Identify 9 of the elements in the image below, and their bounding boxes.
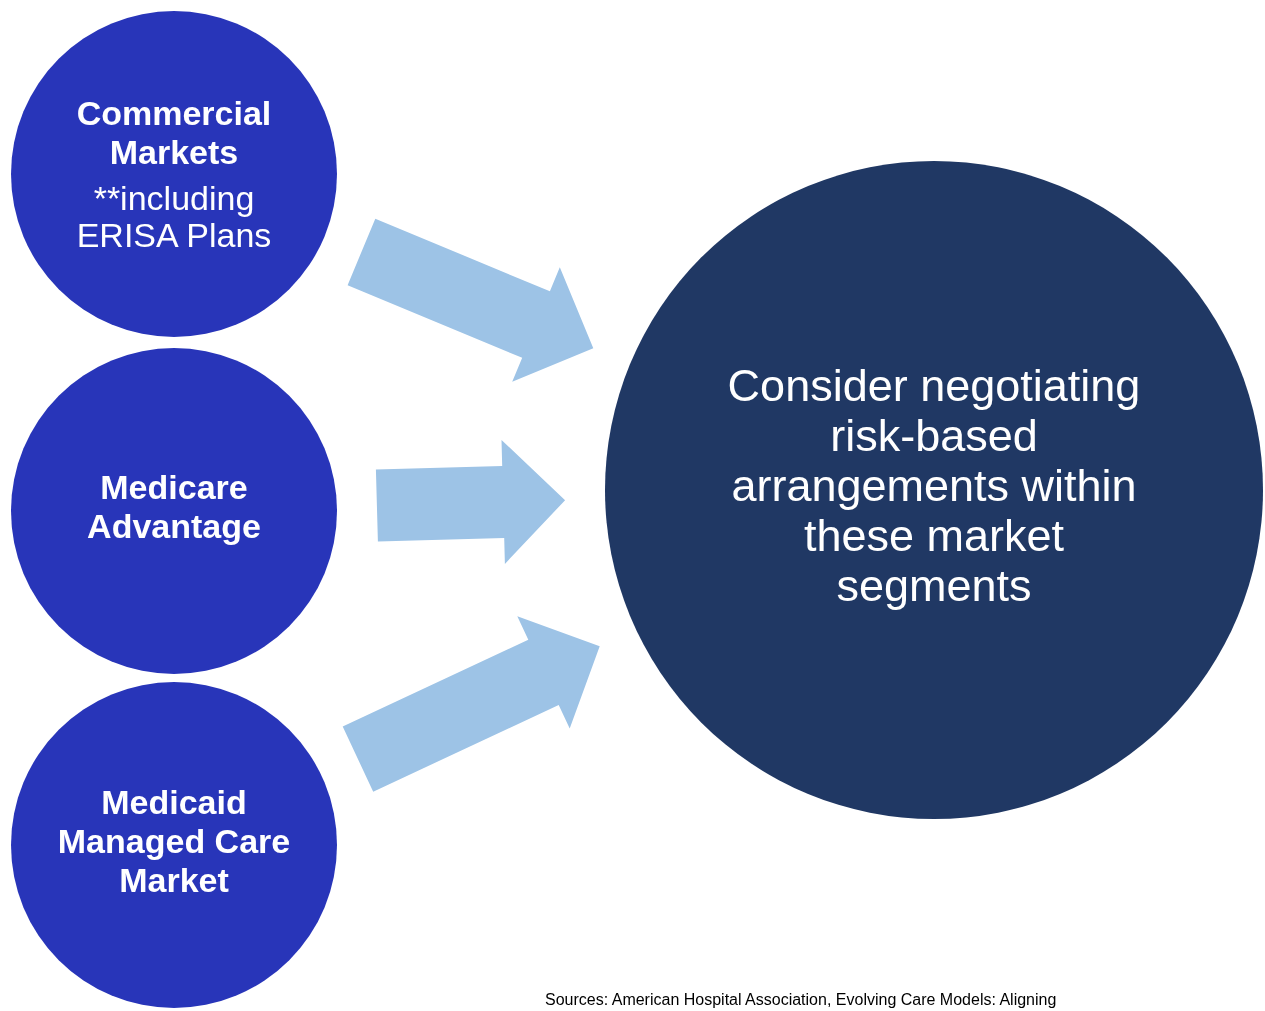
source-note: Sources: American Hospital Association, Evolving Care Models: Aligning xyxy=(545,991,1057,1009)
node-subtitle: **including ERISA Plans xyxy=(75,180,273,254)
node-title: Commercial Markets xyxy=(75,94,273,172)
node-title: Medicare Advantage xyxy=(86,468,262,546)
node-title: Medicaid Managed Care Market xyxy=(56,782,292,900)
block-arrow xyxy=(375,439,566,564)
node-text: Consider negotiating risk-based arrangements within these market segments xyxy=(726,361,1142,611)
block-arrow xyxy=(342,616,600,792)
block-arrow xyxy=(347,218,594,382)
